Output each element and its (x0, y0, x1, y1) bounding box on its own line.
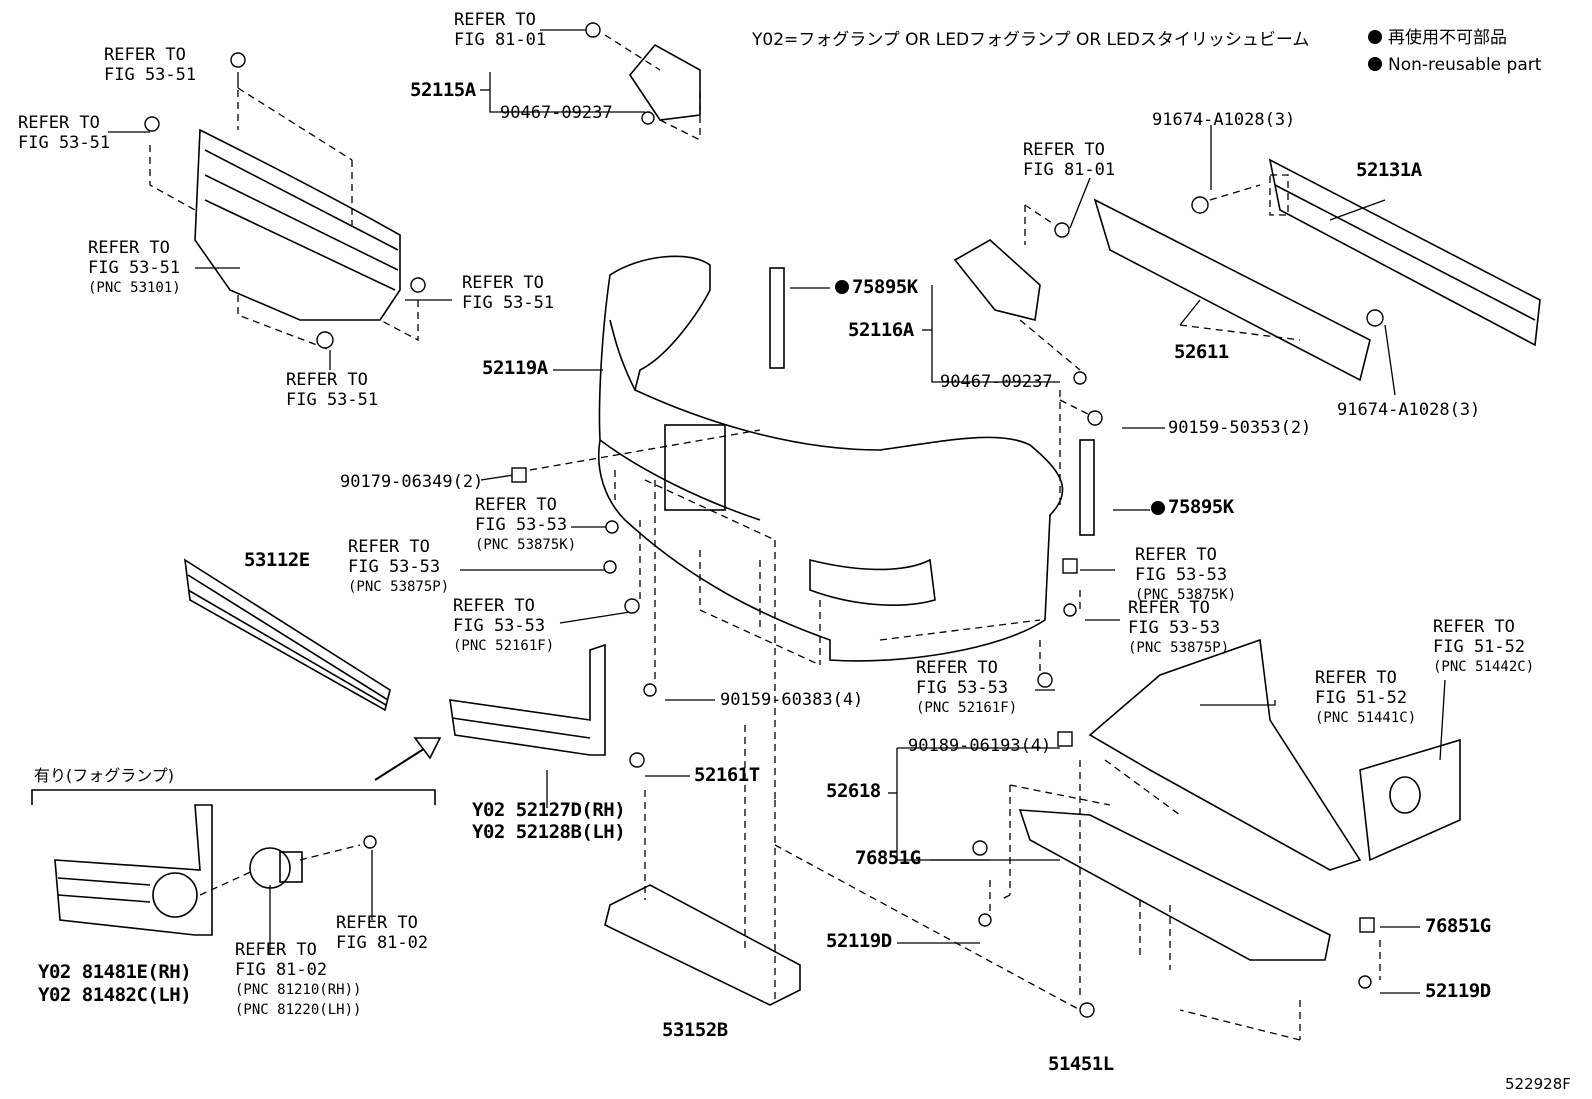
part-52618[interactable]: 52618 (826, 780, 881, 802)
part-91674-A1028-a[interactable]: 91674-A1028(3) (1152, 110, 1296, 130)
legend-non-reusable-en: Non-reusable part (1368, 55, 1541, 75)
part-81481E[interactable]: Y02 81481E(RH) (38, 961, 192, 983)
part-90467-09237-b[interactable]: 90467-09237 (940, 372, 1053, 392)
part-90467-09237-a[interactable]: 90467-09237 (500, 103, 613, 123)
fasteners (144, 22, 1384, 1018)
non-reusable-dot-icon (1368, 57, 1382, 71)
part-90179-06349[interactable]: 90179-06349(2) (340, 472, 484, 492)
non-reusable-markers (835, 280, 1165, 515)
part-91674-A1028-b[interactable]: 91674-A1028(3) (1337, 400, 1481, 420)
dashed-guides (149, 34, 1381, 1041)
part-90159-50353[interactable]: 90159-50353(2) (1168, 418, 1312, 438)
part-52119D-a[interactable]: 52119D (826, 930, 892, 952)
part-52128B[interactable]: Y02 52128B(LH) (472, 821, 626, 843)
non-reusable-dot-icon (1368, 30, 1382, 44)
part-53112E[interactable]: 53112E (244, 549, 310, 571)
y02-note: Y02=フォグランプ OR LEDフォグランプ OR LEDスタイリッシュビーム (752, 30, 1310, 50)
part-75895K-b[interactable]: 75895K (1168, 496, 1234, 518)
part-52119D-b[interactable]: 52119D (1425, 980, 1491, 1002)
part-52119A[interactable]: 52119A (482, 357, 548, 379)
part-52116A[interactable]: 52116A (848, 319, 914, 341)
part-outlines (31, 43, 1541, 1006)
part-52115A[interactable]: 52115A (410, 79, 476, 101)
fog-option-label: 有り(フォグランプ) (34, 766, 175, 785)
diagram-id: 522928F (1505, 1075, 1571, 1093)
part-52127D[interactable]: Y02 52127D(RH) (472, 799, 626, 821)
part-76851G-a[interactable]: 76851G (855, 847, 921, 869)
part-52161T[interactable]: 52161T (694, 764, 760, 786)
leader-lines (108, 29, 1446, 994)
part-75895K-a[interactable]: 75895K (852, 276, 918, 298)
legend-non-reusable-jp: 再使用不可部品 (1368, 28, 1507, 48)
part-76851G-b[interactable]: 76851G (1425, 915, 1491, 937)
part-81482C[interactable]: Y02 81482C(LH) (38, 984, 192, 1006)
part-53152B[interactable]: 53152B (662, 1019, 728, 1041)
part-90189-06193[interactable]: 90189-06193(4) (908, 736, 1052, 756)
part-52131A[interactable]: 52131A (1356, 159, 1422, 181)
part-90159-60383[interactable]: 90159-60383(4) (720, 690, 864, 710)
part-52611[interactable]: 52611 (1174, 341, 1229, 363)
part-51451L[interactable]: 51451L (1048, 1053, 1114, 1075)
